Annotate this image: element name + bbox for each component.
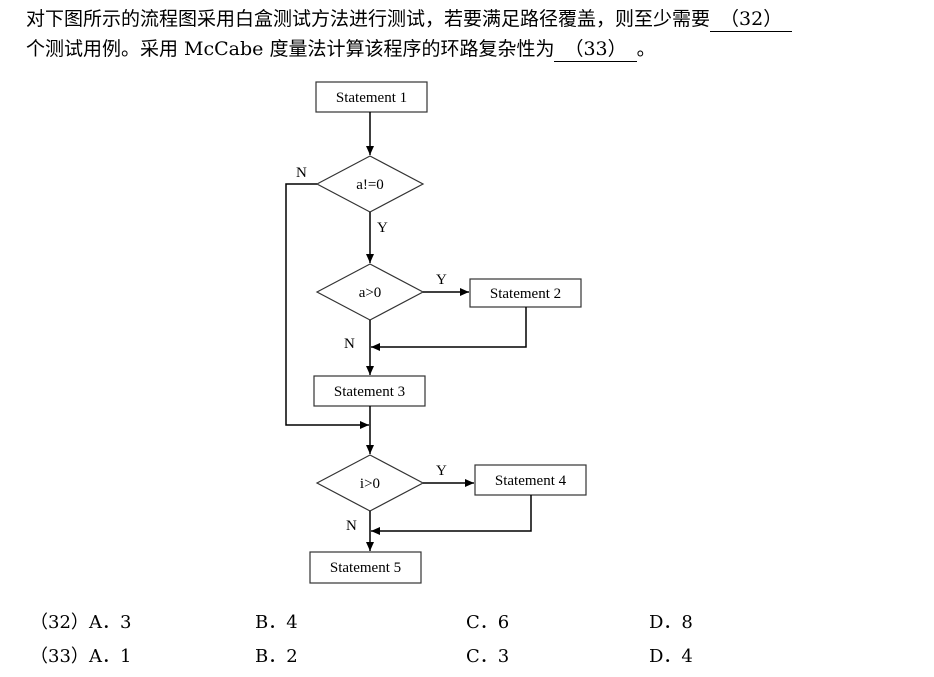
- statement-2-box: Statement 2: [469, 278, 582, 308]
- statement-3-box: Statement 3: [313, 375, 426, 407]
- cond1-yes-label: Y: [377, 220, 388, 236]
- statement-3-label: Statement 3: [334, 384, 405, 400]
- question-line-1: 对下图所示的流程图采用白盒测试方法进行测试，若要满足路径覆盖，则至少需要（32）: [26, 4, 906, 34]
- q33-option-a[interactable]: A．1: [89, 646, 132, 667]
- decision-i-positive-label: i>0: [360, 476, 380, 492]
- decision-i-positive: i>0: [315, 454, 425, 512]
- arrow-s2-merge: [371, 307, 527, 351]
- q32-label: （32）: [30, 612, 89, 633]
- arrow-cond1-no: [285, 183, 369, 429]
- q33-option-b[interactable]: B．2: [255, 646, 298, 667]
- decision-a-positive: a>0: [315, 263, 425, 321]
- arrow-s4-merge: [371, 495, 532, 535]
- statement-1-box: Statement 1: [315, 81, 428, 113]
- question-line-2-suffix: 。: [636, 38, 656, 60]
- statement-2-label: Statement 2: [490, 286, 561, 302]
- q33-option-d[interactable]: D．4: [649, 646, 693, 667]
- statement-4-box: Statement 4: [474, 464, 587, 496]
- cond2-no-label: N: [344, 336, 355, 352]
- q33-option-c[interactable]: C．3: [466, 646, 510, 667]
- q32-option-b[interactable]: B．4: [255, 612, 298, 633]
- statement-5-box: Statement 5: [309, 551, 422, 584]
- decision-a-not-zero: a!=0: [315, 155, 425, 213]
- flow-connectors: [285, 112, 532, 551]
- q32-option-a[interactable]: A．3: [89, 612, 132, 633]
- question-text: 对下图所示的流程图采用白盒测试方法进行测试，若要满足路径覆盖，则至少需要（32）…: [26, 4, 906, 64]
- q32-option-d[interactable]: D．8: [649, 612, 693, 633]
- question-line-2: 个测试用例。采用 McCabe 度量法计算该程序的环路复杂性为（33）。: [26, 34, 906, 64]
- blank-32: （32）: [710, 7, 793, 32]
- q33-label: （33）: [30, 646, 89, 667]
- decision-a-positive-label: a>0: [359, 285, 382, 301]
- cond3-yes-label: Y: [436, 463, 447, 479]
- cond1-no-label: N: [296, 165, 307, 181]
- statement-5-label: Statement 5: [330, 560, 401, 576]
- statement-4-label: Statement 4: [495, 473, 567, 489]
- decision-a-not-zero-label: a!=0: [356, 177, 384, 193]
- blank-33: （33）: [554, 37, 637, 62]
- question-line-2-text: 个测试用例。采用 McCabe 度量法计算该程序的环路复杂性为: [26, 38, 555, 60]
- q32-option-c[interactable]: C．6: [466, 612, 510, 633]
- cond2-yes-label: Y: [436, 272, 447, 288]
- question-line-1-text: 对下图所示的流程图采用白盒测试方法进行测试，若要满足路径覆盖，则至少需要: [26, 8, 711, 30]
- cond3-no-label: N: [346, 518, 357, 534]
- statement-1-label: Statement 1: [336, 90, 407, 106]
